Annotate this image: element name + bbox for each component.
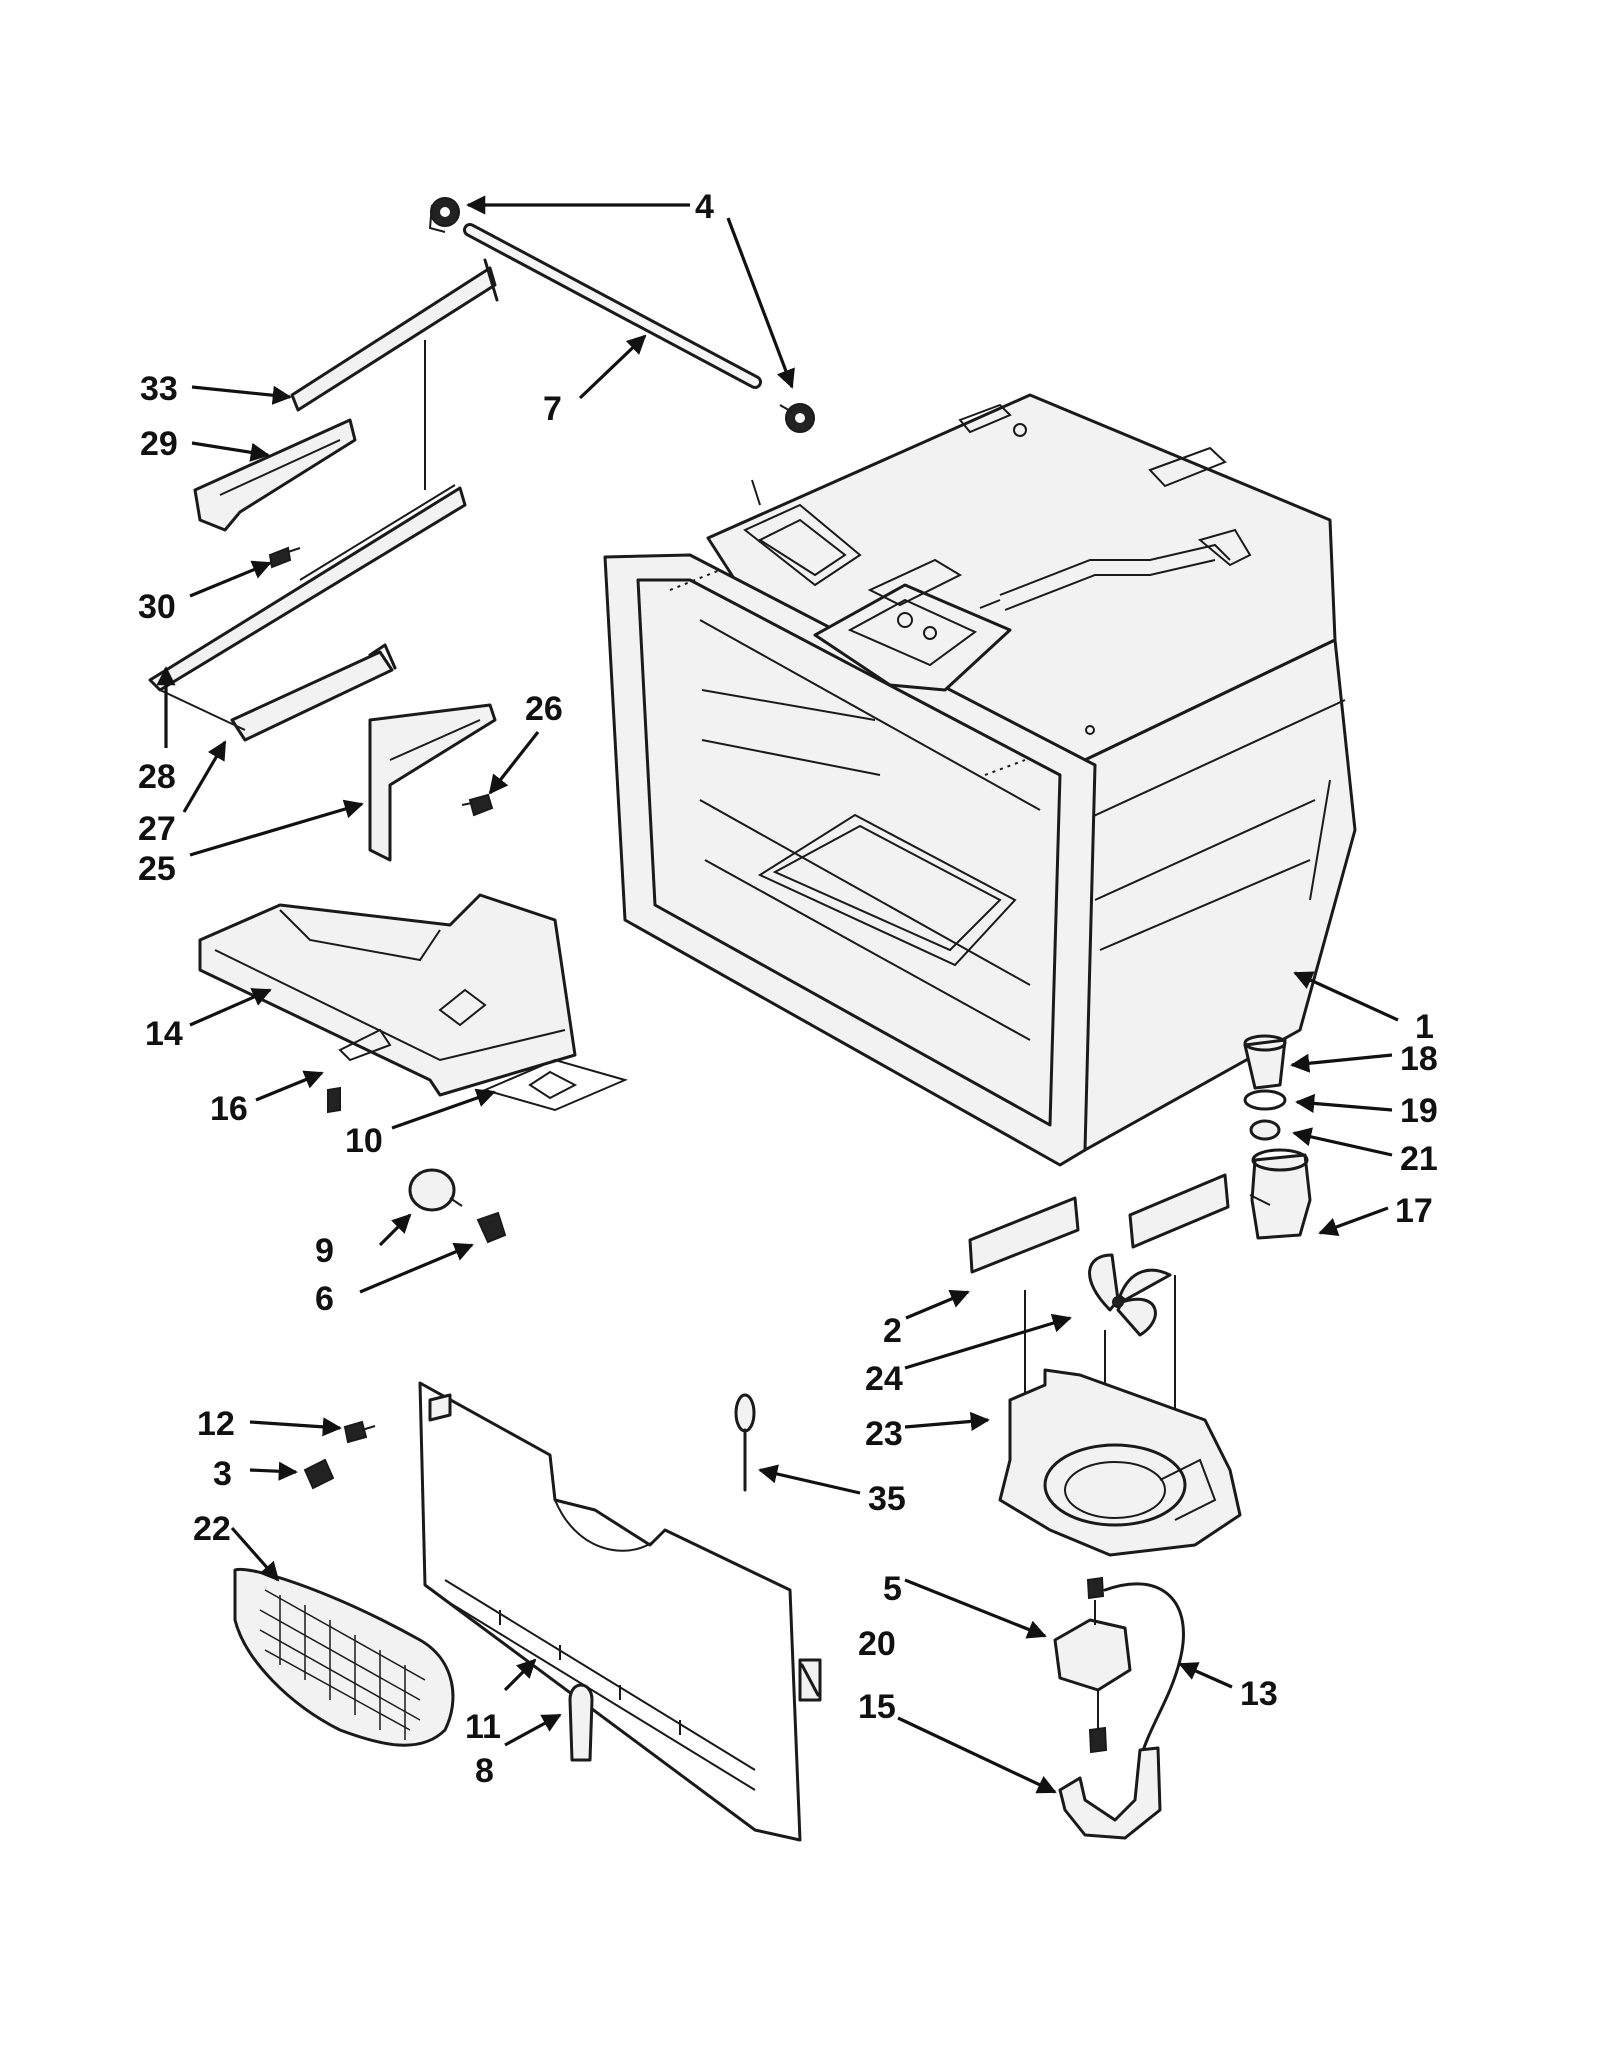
part-23-fan-shroud (998, 1368, 1242, 1557)
part-11-rear-panel (418, 1381, 802, 1842)
part-2-foam-pad-right (1128, 1173, 1230, 1249)
part-14-control-housing (198, 893, 577, 1097)
part-22-grille (233, 1567, 455, 1747)
callout-30: 30 (138, 588, 176, 626)
part-12-screw (343, 1420, 376, 1444)
callout-29: 29 (140, 425, 178, 463)
part-27-rail-end (159, 643, 397, 742)
part-4-gear-top (428, 197, 460, 233)
callout-19: 19 (1400, 1092, 1438, 1130)
callout-8: 8 (475, 1752, 494, 1790)
callout-labels: 4 7 33 29 30 28 27 26 25 14 16 10 9 6 1 … (138, 188, 1438, 1790)
part-21-washer (1249, 1119, 1281, 1141)
callout-9: 9 (315, 1232, 334, 1270)
part-8-sensor-clip (568, 1683, 594, 1762)
part-17-duct-fitting (1249, 1148, 1312, 1240)
part-7-axle-rod (463, 223, 762, 389)
part-9-lamp-bulb (408, 1168, 463, 1212)
callout-35: 35 (868, 1480, 906, 1518)
part-13-wire-harness (1103, 1582, 1185, 1762)
callout-5: 5 (883, 1570, 902, 1608)
callout-16: 16 (210, 1090, 248, 1128)
callout-17: 17 (1395, 1192, 1433, 1230)
callout-12: 12 (197, 1405, 235, 1443)
part-3-bracket (303, 1458, 335, 1490)
callout-15: 15 (858, 1688, 896, 1726)
callout-22: 22 (193, 1510, 231, 1548)
part-29-slide-bracket (193, 418, 357, 532)
part-16-switch (327, 1086, 341, 1114)
callout-14: 14 (145, 1015, 183, 1053)
callout-23: 23 (865, 1415, 903, 1453)
callout-28: 28 (138, 758, 176, 796)
callout-2: 2 (883, 1312, 902, 1350)
part-6-lamp-socket (476, 1211, 507, 1244)
callout-6: 6 (315, 1280, 334, 1318)
callout-11: 11 (465, 1708, 501, 1746)
callout-26: 26 (525, 690, 563, 728)
callout-24: 24 (865, 1360, 903, 1398)
part-18-cap (1243, 1034, 1287, 1090)
callout-13: 13 (1240, 1675, 1278, 1713)
part-19-ring (1243, 1089, 1287, 1111)
callout-21: 21 (1400, 1140, 1438, 1178)
callout-27: 27 (138, 810, 176, 848)
callout-20: 20 (858, 1625, 896, 1663)
callout-1: 1 (1415, 1008, 1434, 1046)
callout-18: 18 (1400, 1040, 1438, 1078)
callout-7: 7 (543, 390, 562, 428)
part-25-mount-plate (368, 703, 497, 862)
part-26-screw (461, 793, 494, 817)
part-4-gear-bottom (779, 403, 815, 433)
part-2-foam-pad-left (968, 1196, 1080, 1274)
part-20-foam-strip (798, 1658, 822, 1702)
callout-3: 3 (213, 1455, 232, 1493)
leader-arrows (156, 195, 1399, 1794)
part-30-screw (268, 546, 301, 569)
part-15-motor-bracket (1058, 1746, 1162, 1840)
callout-4: 4 (695, 188, 714, 226)
callout-33: 33 (140, 370, 178, 408)
part-33-rail-cover (290, 258, 499, 412)
callout-25: 25 (138, 850, 176, 888)
part-28-slide-rail (148, 340, 467, 692)
part-35-thermistor (734, 1393, 756, 1492)
callout-10: 10 (345, 1122, 383, 1160)
part-5-fan-motor (1053, 1576, 1132, 1754)
part-1-freezer-liner (603, 393, 1357, 1167)
part-10-insulation-pad (482, 1058, 628, 1112)
part-24-fan-blade (1024, 1253, 1176, 1500)
